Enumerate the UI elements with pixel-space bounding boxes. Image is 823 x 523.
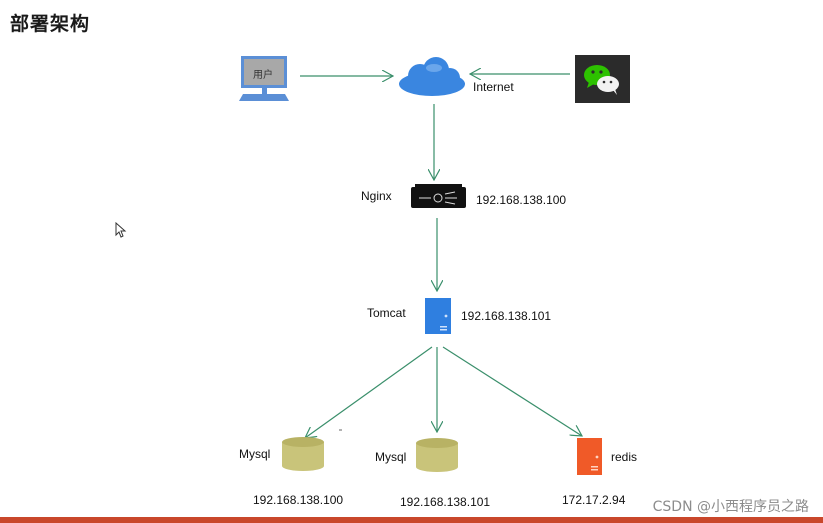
- arrow-tomcat-to-mysql1: [305, 346, 433, 438]
- cloud-icon: [396, 56, 468, 98]
- mysql1-database-icon: [281, 436, 325, 472]
- nginx-server-icon: [411, 184, 466, 210]
- mysql1-label: Mysql: [239, 447, 271, 461]
- user-computer-icon: 用户: [237, 54, 292, 104]
- internet-label: Internet: [473, 80, 514, 94]
- tomcat-label: Tomcat: [367, 306, 406, 320]
- mysql2-database-icon: [415, 437, 459, 473]
- bottom-bar: [0, 517, 823, 523]
- wechat-icon: [575, 55, 630, 103]
- nginx-label: Nginx: [361, 189, 392, 203]
- nginx-ip: 192.168.138.100: [476, 193, 567, 207]
- arrow-tomcat-to-redis: [442, 346, 582, 436]
- redis-server-icon: [577, 438, 602, 475]
- mysql2-ip: 192.168.138.101: [400, 495, 491, 509]
- watermark: CSDN @小西程序员之路: [652, 499, 809, 515]
- mouse-cursor-icon: [115, 221, 127, 239]
- page-title: 部署架构: [10, 13, 91, 35]
- user-label: 用户: [253, 70, 273, 81]
- redis-label: redis: [611, 450, 638, 464]
- tomcat-ip: 192.168.138.101: [461, 309, 552, 323]
- mysql2-label: Mysql: [375, 450, 407, 464]
- tomcat-server-icon: [425, 298, 451, 334]
- redis-ip: 172.17.2.94: [562, 493, 626, 507]
- mysql1-ip: 192.168.138.100: [253, 493, 344, 507]
